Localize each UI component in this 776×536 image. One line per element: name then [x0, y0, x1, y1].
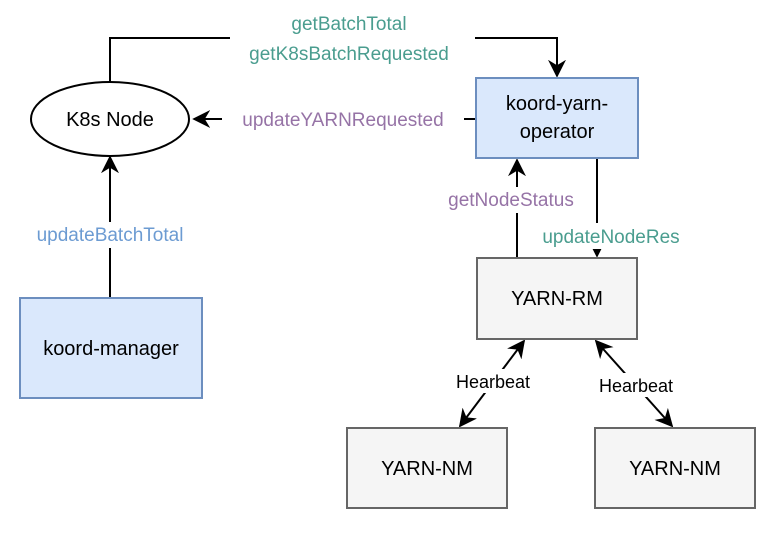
node-yarn-nm-left-label: YARN-NM — [381, 458, 473, 480]
node-yarn-nm-right-label: YARN-NM — [629, 458, 721, 480]
node-manager-label: koord-manager — [43, 338, 179, 360]
edge-label-bg — [20, 222, 200, 248]
node-operator-label-1: koord-yarn- — [506, 93, 608, 115]
node-operator-label-2: operator — [520, 121, 595, 143]
label-update-yarn-requested: updateYARNRequested — [242, 110, 443, 131]
node-yarn-nm-left — [346, 427, 508, 509]
edge-label-bg — [528, 223, 696, 249]
edge-label-bg — [434, 187, 590, 213]
edge-label-bg — [222, 106, 464, 132]
node-yarn-rm — [476, 257, 638, 340]
edge-label-bg — [587, 373, 687, 397]
node-k8s — [30, 81, 190, 157]
node-yarn-nm-right — [594, 427, 756, 509]
node-yarn-rm-label: YARN-RM — [511, 288, 603, 310]
label-update-node-res: updateNodeRes — [542, 227, 679, 248]
label-heartbeat-left: Hearbeat — [456, 372, 530, 392]
label-heartbeat-right: Hearbeat — [599, 376, 673, 396]
label-get-node-status: getNodeStatus — [448, 190, 574, 211]
label-get-batch-total: getBatchTotal — [291, 14, 406, 35]
node-manager — [19, 297, 203, 399]
edge-label-bg — [444, 369, 544, 393]
node-operator — [475, 77, 639, 159]
node-k8s-label: K8s Node — [66, 109, 154, 131]
label-get-k8s-batch-requested: getK8sBatchRequested — [249, 44, 449, 65]
label-update-batch-total: updateBatchTotal — [37, 225, 184, 246]
edge-label-bg — [230, 6, 475, 64]
